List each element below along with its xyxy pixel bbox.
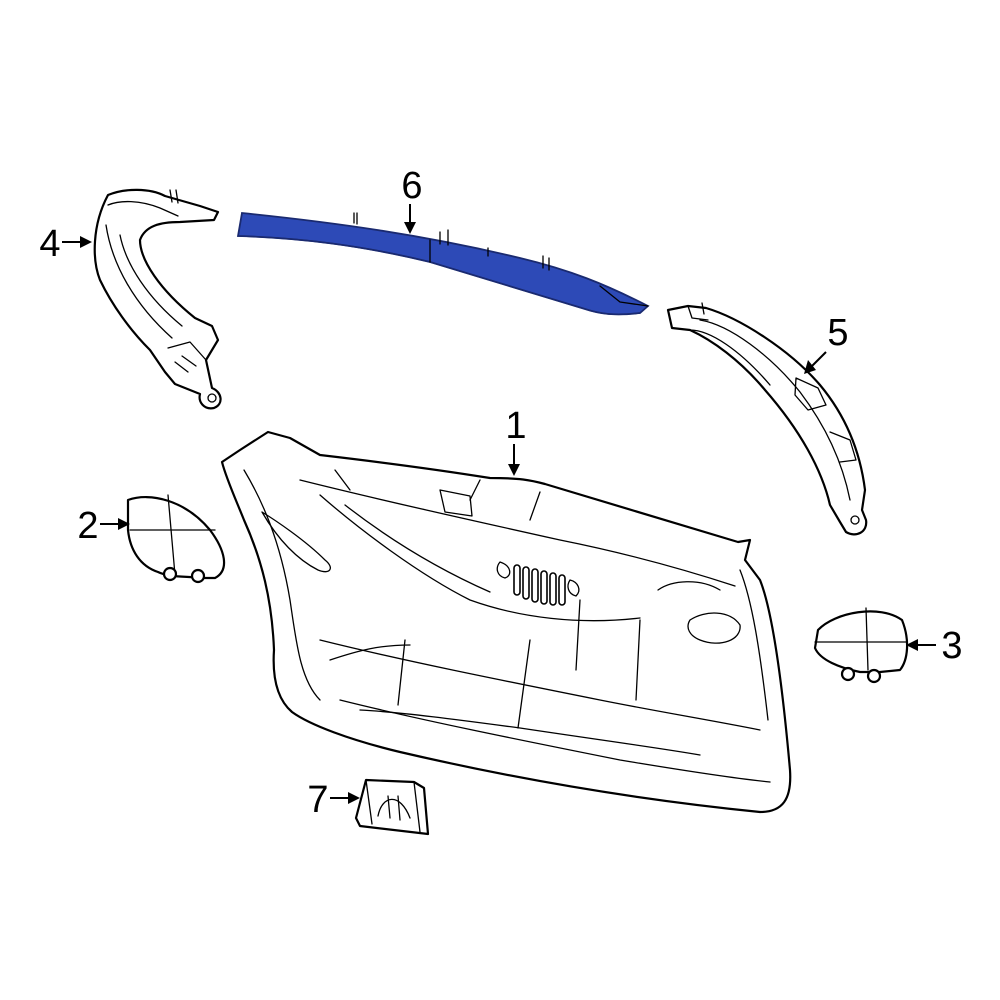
part-1-liftgate-trim-panel[interactable] <box>220 430 792 814</box>
callout-3-label: 3 <box>941 625 962 667</box>
callout-7: 7 <box>307 779 360 821</box>
callout-6: 6 <box>401 165 423 234</box>
part-6-header-trim[interactable] <box>236 212 650 316</box>
callout-4: 4 <box>39 223 92 265</box>
part-4-left-pillar-trim[interactable] <box>93 188 222 410</box>
callout-2: 2 <box>77 505 130 547</box>
callout-3: 3 <box>906 625 963 667</box>
part-2-left-cover[interactable] <box>126 494 226 584</box>
callout-5-label: 5 <box>827 312 848 354</box>
part-3-right-cover[interactable] <box>813 607 909 684</box>
grille-emblem <box>496 561 580 606</box>
callout-5: 5 <box>804 312 849 374</box>
callout-6-label: 6 <box>401 165 422 207</box>
callout-4-label: 4 <box>39 223 60 265</box>
callout-1-label: 1 <box>505 405 526 447</box>
callout-2-label: 2 <box>77 505 98 547</box>
part-7-pull-cup[interactable] <box>354 778 430 836</box>
callout-7-label: 7 <box>307 779 328 821</box>
part-5-right-pillar-trim[interactable] <box>666 302 868 536</box>
callout-1: 1 <box>505 405 527 476</box>
